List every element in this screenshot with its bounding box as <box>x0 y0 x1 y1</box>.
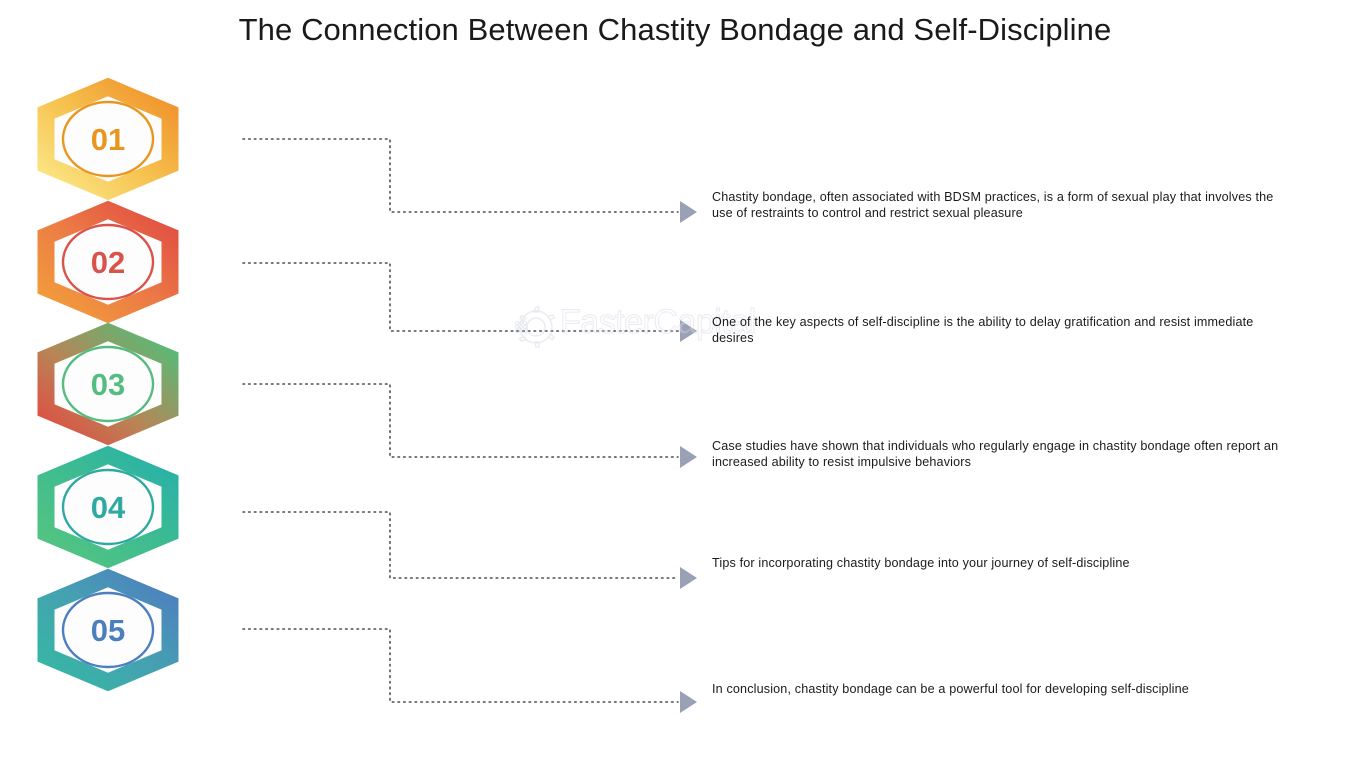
hexagon-badge-03[interactable]: 03 <box>46 332 170 436</box>
hexagon-number-02: 02 <box>91 245 125 280</box>
step-description-4: Tips for incorporating chastity bondage … <box>712 556 1130 570</box>
page-title: The Connection Between Chastity Bondage … <box>238 12 1112 47</box>
connector-path-1 <box>242 138 679 213</box>
hexagon-badge-01[interactable]: 01 <box>46 87 170 191</box>
step-description-2: One of the key aspects of self-disciplin… <box>712 315 1254 345</box>
hexagon-badge-05[interactable]: 05 <box>46 578 170 682</box>
hexagon-number-03: 03 <box>91 367 125 402</box>
step-description-1: Chastity bondage, often associated with … <box>712 190 1274 220</box>
connector-path-3 <box>242 383 679 458</box>
connector-path-2 <box>242 262 679 332</box>
hexagon-number-05: 05 <box>91 613 125 648</box>
hexagon-number-01: 01 <box>91 122 125 157</box>
connector-path-5 <box>242 628 679 703</box>
step-description-3: Case studies have shown that individuals… <box>712 439 1279 469</box>
hexagon-badge-02[interactable]: 02 <box>46 210 170 314</box>
hexagon-number-04: 04 <box>91 490 126 525</box>
hexagon-badge-04[interactable]: 04 <box>46 455 170 559</box>
connector-path-4 <box>242 511 679 579</box>
step-description-5: In conclusion, chastity bondage can be a… <box>712 682 1189 696</box>
